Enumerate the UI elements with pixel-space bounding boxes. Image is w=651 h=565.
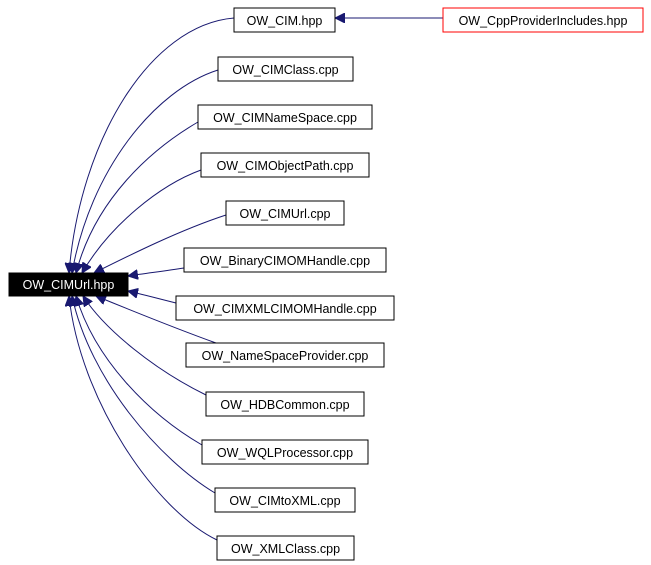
node-ow-cimtoxml-cpp[interactable]: OW_CIMtoXML.cpp — [214, 487, 356, 513]
node-label-ow-wqlprocessor-cpp: OW_WQLProcessor.cpp — [217, 446, 353, 460]
node-ow-wqlprocessor-cpp[interactable]: OW_WQLProcessor.cpp — [201, 439, 369, 465]
node-ow-binarycimomhandle-cpp[interactable]: OW_BinaryCIMOMHandle.cpp — [183, 247, 387, 273]
node-label-ow-cimnamespace-cpp: OW_CIMNameSpace.cpp — [213, 111, 357, 125]
node-ow-cim-hpp[interactable]: OW_CIM.hpp — [233, 7, 336, 33]
edge-ow-hdbcommon-cpp — [83, 296, 207, 396]
edge-ow-cimclass-cpp — [72, 69, 219, 273]
node-ow-hdbcommon-cpp[interactable]: OW_HDBCommon.cpp — [205, 391, 365, 417]
node-label-ow-xmlclass-cpp: OW_XMLClass.cpp — [231, 542, 340, 556]
node-label-ow-cim-hpp: OW_CIM.hpp — [247, 14, 323, 28]
node-label-ow-cppproviderincludes-hpp: OW_CppProviderIncludes.hpp — [459, 14, 628, 28]
node-ow-xmlclass-cpp[interactable]: OW_XMLClass.cpp — [216, 535, 355, 561]
edge-ow-cim-hpp — [69, 17, 235, 273]
edge-ow-cimnamespace-cpp — [76, 121, 199, 273]
node-ow-cimclass-cpp[interactable]: OW_CIMClass.cpp — [217, 56, 354, 82]
node-label-ow-hdbcommon-cpp: OW_HDBCommon.cpp — [220, 398, 349, 412]
node-ow-cimxmlcimomhandle-cpp[interactable]: OW_CIMXMLCIMOMHandle.cpp — [175, 295, 395, 321]
node-label-ow-binarycimomhandle-cpp: OW_BinaryCIMOMHandle.cpp — [200, 254, 370, 268]
edge-ow-cimurl-cpp — [94, 214, 227, 273]
node-ow-namespaceprovider-cpp[interactable]: OW_NameSpaceProvider.cpp — [185, 342, 385, 368]
edges-layer — [69, 17, 443, 541]
node-ow-cimobjectpath-cpp[interactable]: OW_CIMObjectPath.cpp — [200, 152, 370, 178]
edge-ow-wqlprocessor-cpp — [76, 296, 203, 446]
node-ow-cimnamespace-cpp[interactable]: OW_CIMNameSpace.cpp — [197, 104, 373, 130]
node-ow-cimurl-cpp[interactable]: OW_CIMUrl.cpp — [225, 200, 345, 226]
edge-ow-binarycimomhandle-cpp — [128, 267, 185, 276]
edge-ow-cimxmlcimomhandle-cpp — [128, 291, 177, 304]
edge-ow-cimtoxml-cpp — [72, 296, 216, 494]
node-label-ow-cimurl-cpp: OW_CIMUrl.cpp — [240, 207, 331, 221]
edge-ow-xmlclass-cpp — [69, 296, 218, 541]
edge-ow-cimobjectpath-cpp — [82, 169, 202, 273]
node-ow-cppproviderincludes-hpp[interactable]: OW_CppProviderIncludes.hpp — [442, 7, 644, 33]
focus-node-label: OW_CIMUrl.hpp — [23, 278, 115, 292]
node-label-ow-namespaceprovider-cpp: OW_NameSpaceProvider.cpp — [202, 349, 369, 363]
edge-ow-namespaceprovider-cpp — [96, 296, 217, 344]
node-label-ow-cimobjectpath-cpp: OW_CIMObjectPath.cpp — [217, 159, 354, 173]
node-label-ow-cimclass-cpp: OW_CIMClass.cpp — [232, 63, 338, 77]
node-label-ow-cimxmlcimomhandle-cpp: OW_CIMXMLCIMOMHandle.cpp — [193, 302, 376, 316]
focus-node-ow-cimurl-hpp[interactable]: OW_CIMUrl.hpp — [8, 272, 129, 297]
node-label-ow-cimtoxml-cpp: OW_CIMtoXML.cpp — [229, 494, 340, 508]
